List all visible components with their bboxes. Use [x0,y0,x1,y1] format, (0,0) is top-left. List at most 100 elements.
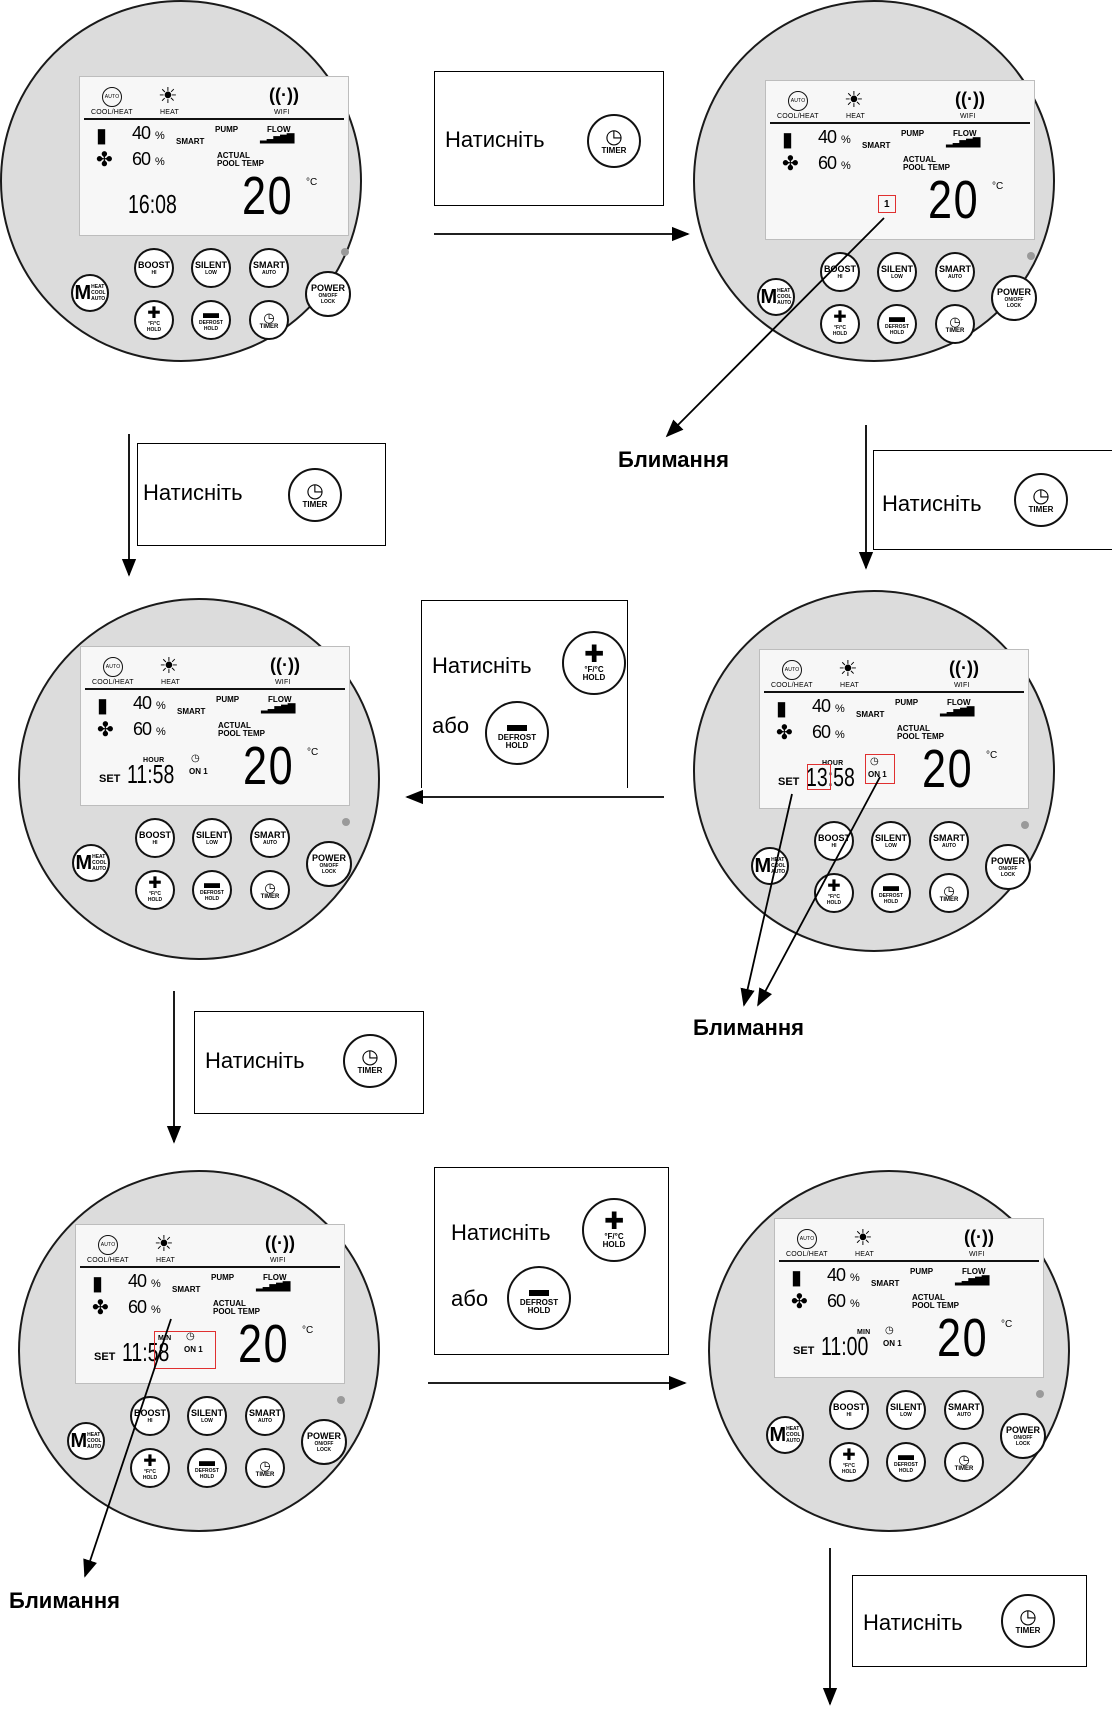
temp-unit: °C [992,181,1004,192]
clock-display: 16:08 [128,189,177,219]
heat-label: HEAT [846,113,865,120]
wifi-label: WIFI [270,1257,286,1264]
pool-temp-label: POOL TEMP [213,1307,260,1316]
clock-display: 11:58 [122,1337,170,1367]
clock-icon: ◷ [264,879,276,895]
instruction-box-3: Натисніть ◷ TIMER [873,450,1112,550]
plus-button-illustration: ✚ °F/°C HOLD [562,631,626,695]
flow-bars: ▂▃▅▆▇ [946,137,980,148]
timer-button[interactable]: ◷TIMER [944,1442,984,1482]
timer-button[interactable]: ◷TIMER [250,870,290,910]
percent-2: 60 [133,719,152,739]
set-label: SET [99,773,121,785]
wifi-label: WIFI [274,109,290,116]
sun-icon: ☀ [838,656,858,681]
on1-label: ON 1 [189,767,208,776]
percent-1: 40 [812,696,831,716]
actual-label: ACTUAL [912,1293,945,1302]
auto-icon: AUTO [788,91,808,111]
blink-highlight-on1 [865,754,895,784]
clock-icon: ◷ [1032,485,1050,507]
sun-icon: ☀ [844,87,864,112]
sun-icon: ☀ [159,653,179,678]
clock-icon: ◷ [943,882,955,898]
timer-button[interactable]: ◷TIMER [245,1448,285,1488]
clock-icon: ◷ [949,313,961,329]
percent-1: 40 [827,1265,846,1285]
percent-1: 40 [133,693,152,713]
flow-label: FLOW [947,698,971,707]
clock-icon: ◷ [263,309,275,325]
timer-small-icon: ◷ [186,1331,195,1342]
press-text: Натисніть [863,1610,963,1635]
pool-temp-label: POOL TEMP [912,1301,959,1310]
status-led [1021,821,1029,829]
lcd-divider [80,1266,340,1268]
timer-button[interactable]: ◷TIMER [249,300,289,340]
pointer-blink-3 [83,1318,172,1578]
smart-label: SMART [862,141,891,150]
flow-label: FLOW [953,129,977,138]
wifi-icon: ((·)) [270,655,300,675]
instruction-box-6: Натисніть або ✚ °F/°C HOLD ▬ DEFROST HOL… [434,1167,669,1355]
percent-sign-1: % [835,703,845,715]
wifi-icon: ((·)) [949,658,979,678]
pointer-blink-2a [740,793,793,1007]
sun-icon: ☀ [853,1225,873,1250]
timer-button[interactable]: ◷TIMER [935,304,975,344]
timer-button[interactable]: ◷TIMER [929,873,969,913]
pump-label: PUMP [216,695,240,704]
percent-sign-1: % [850,1272,860,1284]
minus-button-illustration: ▬ DEFROST HOLD [507,1266,571,1330]
percent-sign-2: % [850,1298,860,1310]
heat-label: HEAT [840,682,859,689]
heat-label: HEAT [855,1251,874,1258]
actual-label: ACTUAL [213,1299,246,1308]
percent-2: 60 [812,722,831,742]
percent-sign-1: % [841,134,851,146]
actual-label: ACTUAL [217,151,250,160]
blinking-label-2: Блимання [693,1015,804,1040]
